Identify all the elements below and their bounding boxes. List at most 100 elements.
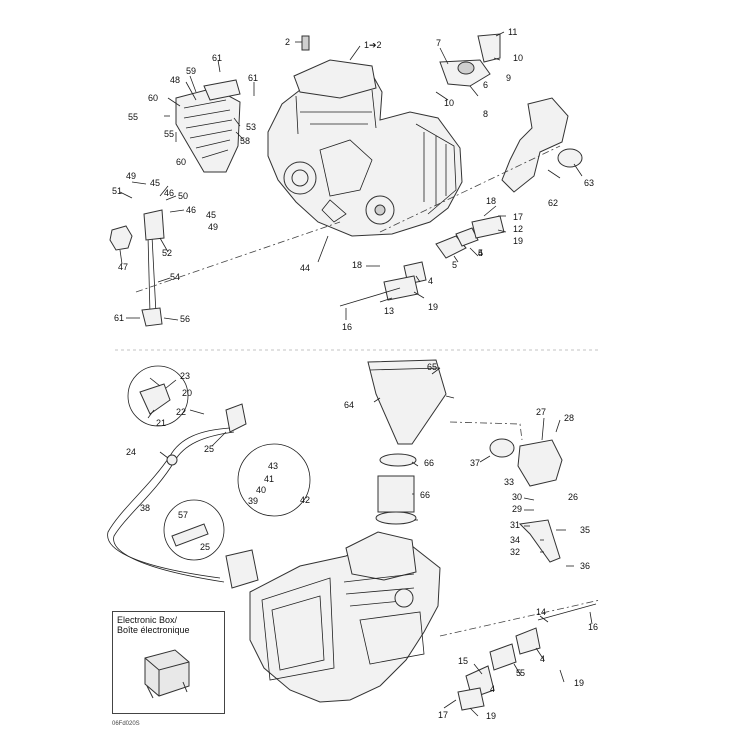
centreline-left xyxy=(135,221,341,293)
callout: 32 xyxy=(510,547,520,557)
brake-lever xyxy=(109,225,133,251)
long-bolt-bottom xyxy=(537,603,597,621)
exhaust-clamp xyxy=(557,148,583,168)
callout: 1➔2 xyxy=(364,40,382,50)
callout: 65 xyxy=(427,362,437,372)
callout: 15 xyxy=(458,656,468,666)
callout: 22 xyxy=(176,407,186,417)
callout: 24 xyxy=(126,447,136,457)
callout: 10 xyxy=(444,98,454,108)
callout: 58 xyxy=(240,136,250,146)
callout: 60 xyxy=(176,157,186,167)
callouts-bottom: 3 4 4 5 5 14 15 16 17 19 19 20 21 22 23 … xyxy=(126,362,598,721)
callouts-top: 1➔2 2 6 7 8 9 10 10 11 4 4 5 5 12 13 16 … xyxy=(112,27,594,332)
callout: 19 xyxy=(486,711,496,721)
callout: 20 xyxy=(182,388,192,398)
callout: 53 xyxy=(246,122,256,132)
rubber-mount xyxy=(457,61,475,75)
callout: 7 xyxy=(436,38,441,48)
callout: 5 xyxy=(520,668,525,678)
callout: 45 xyxy=(206,210,216,220)
choke-plunger xyxy=(171,523,209,547)
callout: 63 xyxy=(584,178,594,188)
callout: 47 xyxy=(118,262,128,272)
centreline-bottom xyxy=(439,599,601,637)
callout: 51 xyxy=(112,186,122,196)
electronic-box-title-fr: Boîte électronique xyxy=(117,625,190,635)
detail-circle-choke xyxy=(163,499,225,561)
callout: 4 xyxy=(540,654,545,664)
callout: 50 xyxy=(178,191,188,201)
drive-flange xyxy=(455,227,479,247)
callout: 27 xyxy=(536,407,546,417)
callout: 57 xyxy=(178,510,188,520)
centreline-right xyxy=(379,145,561,233)
callout: 66 xyxy=(424,458,434,468)
callout: 35 xyxy=(580,525,590,535)
callout: 37 xyxy=(470,458,480,468)
airbox xyxy=(367,359,447,445)
bracket-bottom xyxy=(457,687,485,711)
callout: 46 xyxy=(186,205,196,215)
upper-bracket xyxy=(477,33,501,63)
exhaust-pipe xyxy=(501,97,569,193)
electronic-box-title-en: Electronic Box/ xyxy=(117,615,178,625)
coupler-bottom xyxy=(515,627,541,655)
electronic-box-inset: Electronic Box/ Boîte électronique xyxy=(112,611,225,714)
support-bracket xyxy=(383,275,419,301)
shroud-bracket xyxy=(203,79,241,101)
callout: 29 xyxy=(512,504,522,514)
throttle-housing xyxy=(225,403,247,433)
callout: 17 xyxy=(438,710,448,720)
callout: 33 xyxy=(504,477,514,487)
callout: 16 xyxy=(342,322,352,332)
callout: 18 xyxy=(486,196,496,206)
engine-top-view xyxy=(267,59,463,237)
callout: 11 xyxy=(508,27,517,37)
callout: 43 xyxy=(268,461,278,471)
throttle-lever xyxy=(139,383,171,415)
rod-clamp xyxy=(141,307,163,327)
callout: 21 xyxy=(156,418,166,428)
callout: 49 xyxy=(208,222,218,232)
clamp-upper xyxy=(379,453,417,467)
spark-plug xyxy=(301,35,310,51)
throttle-cable xyxy=(107,427,231,579)
callout: 49 xyxy=(126,171,136,181)
callout: 14 xyxy=(536,607,546,617)
brake-rod xyxy=(147,235,157,315)
centreline-carb xyxy=(449,421,523,441)
callout: 45 xyxy=(150,178,160,188)
callout: 64 xyxy=(344,400,354,410)
callout: 41 xyxy=(264,474,274,484)
callout: 16 xyxy=(588,622,598,632)
callout: 5 xyxy=(452,260,457,270)
carb-boot xyxy=(489,438,515,458)
drive-coupler xyxy=(435,235,467,259)
callout: 4 xyxy=(428,276,433,286)
electronic-box-title: Electronic Box/ Boîte électronique xyxy=(117,615,190,635)
detail-circle-jets xyxy=(237,443,311,517)
callout: 48 xyxy=(170,75,180,85)
callout: 8 xyxy=(483,109,488,119)
callout: 44 xyxy=(300,263,310,273)
callout: 4 xyxy=(478,248,483,258)
callout: 54 xyxy=(170,272,180,282)
callout: 40 xyxy=(256,485,266,495)
callout: 18 xyxy=(352,260,362,270)
drawing-code: 06Fd020S xyxy=(112,721,140,727)
callout: 28 xyxy=(564,413,574,423)
callout: 25 xyxy=(200,542,210,552)
callout: 42 xyxy=(300,495,310,505)
electronic-box-drawing xyxy=(144,649,190,699)
callout: 19 xyxy=(574,678,584,688)
support-bracket-upper xyxy=(471,215,505,239)
callout: 55 xyxy=(164,129,174,139)
callout: 12 xyxy=(513,224,523,234)
callout: 31 xyxy=(510,520,520,530)
brake-bracket xyxy=(143,209,165,241)
callout: 61 xyxy=(212,53,222,63)
callout: 55 xyxy=(128,112,138,122)
callout: 62 xyxy=(548,198,558,208)
callout: 56 xyxy=(180,314,190,324)
